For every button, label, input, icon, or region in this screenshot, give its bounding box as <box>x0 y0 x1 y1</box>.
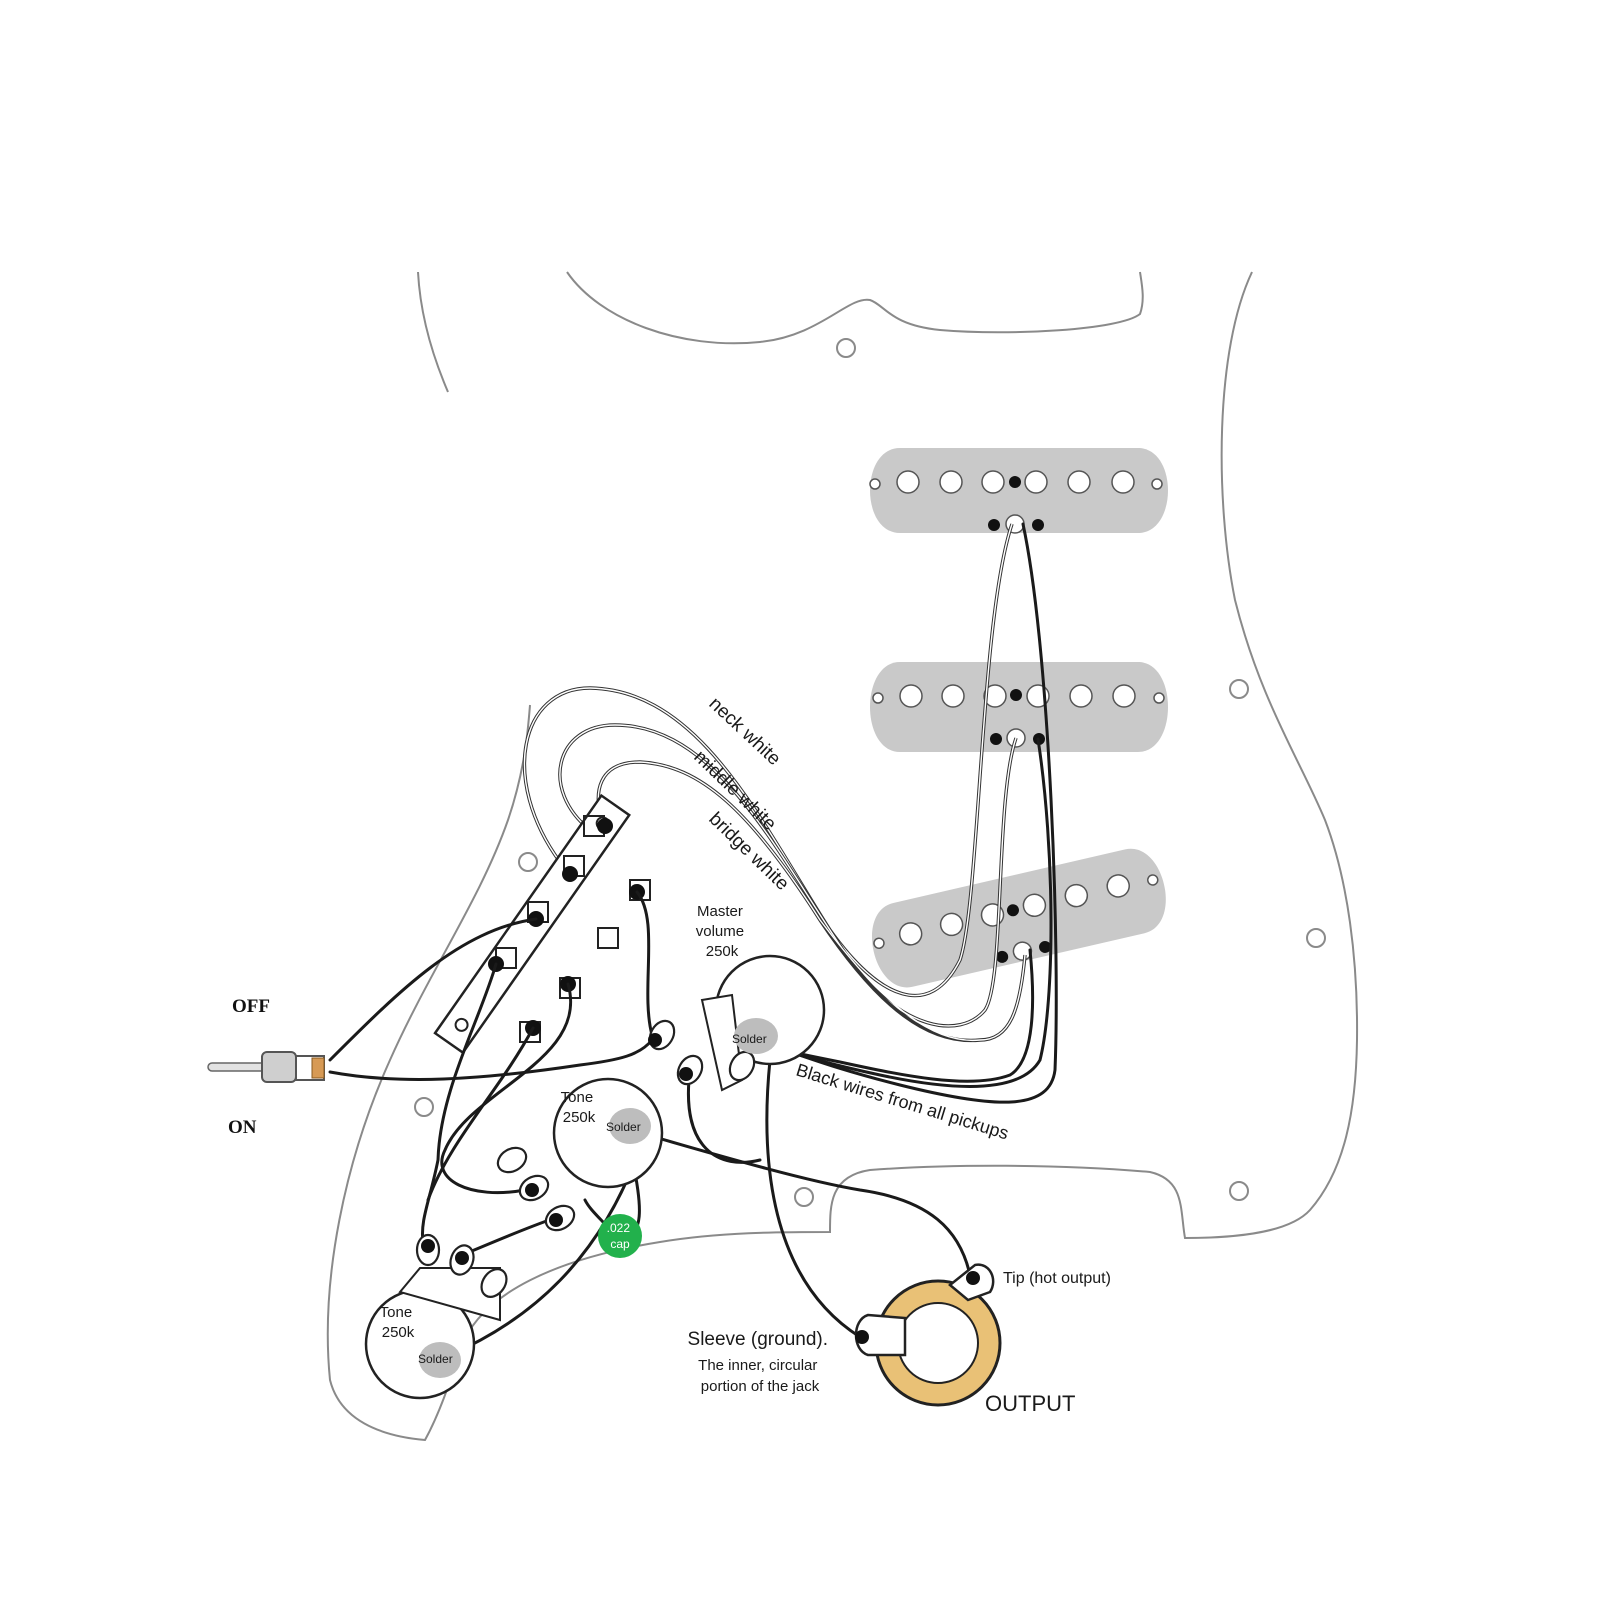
single-coil-pickup-icon <box>869 448 1168 534</box>
potentiometer-icon <box>648 954 826 1092</box>
output-jack-icon <box>854 1263 1002 1407</box>
black-ground-wires <box>768 522 1058 1104</box>
tone1-label: Tone 250k <box>561 1089 598 1126</box>
screw-hole <box>1229 1181 1249 1201</box>
capacitor-icon <box>598 1214 642 1258</box>
master-volume-label: Master volume 250k <box>696 903 749 960</box>
screw-hole <box>414 1097 434 1117</box>
output-label: OUTPUT <box>985 1391 1075 1416</box>
tone2-solder-label: Solder <box>418 1352 453 1366</box>
potentiometer-icon <box>496 1077 664 1232</box>
toggle-on-label: ON <box>228 1117 257 1138</box>
signal-wires <box>328 890 972 1357</box>
screw-hole <box>518 852 538 872</box>
tone2-label: Tone 250k <box>380 1304 417 1341</box>
screw-hole <box>794 1187 814 1207</box>
five-way-switch-icon <box>433 793 651 1055</box>
screw-hole <box>836 338 856 358</box>
toggle-switch-icon <box>207 1051 325 1083</box>
tip-label: Tip (hot output) <box>1003 1270 1111 1287</box>
screw-hole <box>1229 679 1249 699</box>
tone1-solder-label: Solder <box>606 1120 641 1134</box>
single-coil-pickup-icon <box>870 662 1168 752</box>
toggle-off-label: OFF <box>232 996 270 1017</box>
white-pickup-wires <box>522 523 1027 1043</box>
single-coil-pickup-icon <box>871 848 1166 988</box>
sleeve-label: Sleeve (ground). The inner, circular por… <box>688 1329 833 1395</box>
pickguard-outline <box>326 271 1359 1442</box>
screw-hole <box>1306 928 1326 948</box>
potentiometer-icon <box>364 1233 508 1400</box>
cap-label: .022 cap <box>607 1221 634 1251</box>
volume-solder-label: Solder <box>732 1032 767 1046</box>
